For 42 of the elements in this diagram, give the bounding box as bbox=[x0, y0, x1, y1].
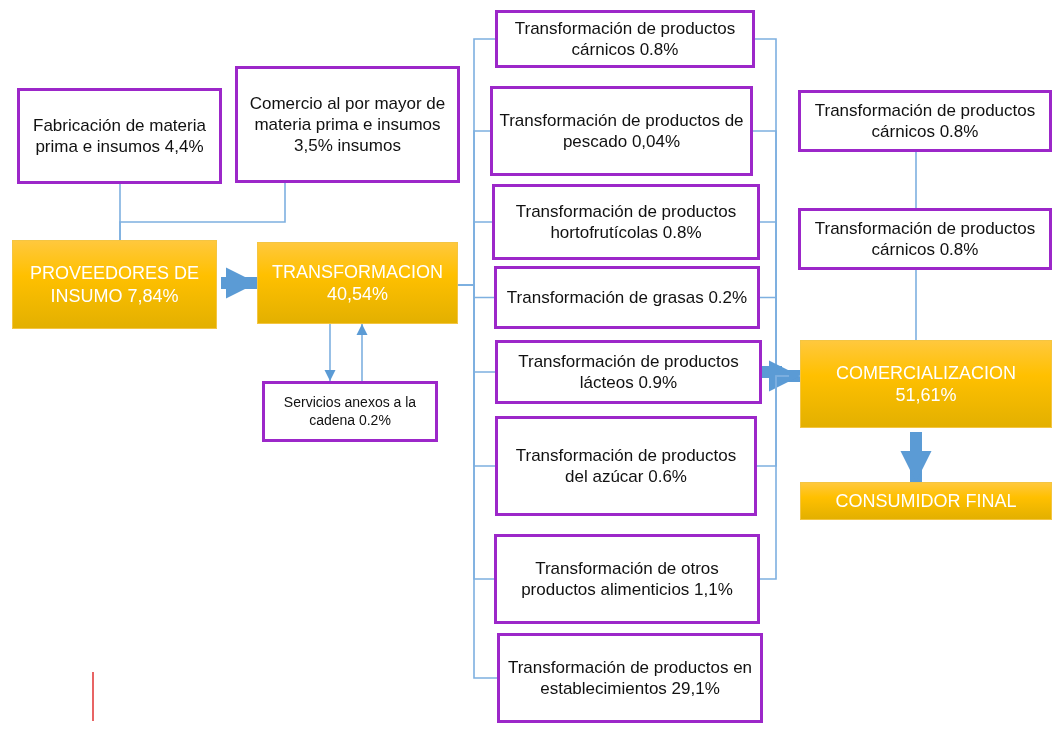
activity-box bbox=[497, 633, 763, 723]
box-label: Transformación de productos del azúcar 0.6% bbox=[514, 444, 738, 488]
stage-box bbox=[800, 482, 1052, 520]
activity-box bbox=[798, 90, 1052, 152]
block-arrow bbox=[762, 360, 800, 392]
box-label: COMERCIALIZACION 51,61% bbox=[835, 361, 1017, 407]
stage-box bbox=[12, 240, 217, 329]
activity-box bbox=[492, 184, 760, 260]
box-label: Transformación de productos en establecimientos 29,1% bbox=[506, 656, 754, 700]
arrow bbox=[324, 323, 336, 382]
connector-line bbox=[119, 182, 286, 241]
box-label: Fabricación de materia prima e insumos 4,4% bbox=[32, 114, 207, 158]
box-label: Comercio al por mayor de materia prima e insumos 3,5% insumos bbox=[248, 92, 447, 157]
activity-box bbox=[495, 416, 757, 516]
box-label: TRANSFORMACION 40,54% bbox=[271, 260, 444, 306]
box-label: Transformación de productos cárnicos 0.8% bbox=[513, 17, 737, 61]
activity-box bbox=[494, 534, 760, 624]
activity-box bbox=[262, 381, 438, 442]
box-label: Transformación de productos de pescado 0,04% bbox=[499, 109, 744, 153]
activity-box bbox=[798, 208, 1052, 270]
box-label: PROVEEDORES DE INSUMO 7,84% bbox=[28, 262, 200, 307]
box-label: Transformación de productos hortofrutícolas 0.8% bbox=[514, 200, 738, 244]
connector-line bbox=[915, 151, 917, 209]
box-label: CONSUMIDOR FINAL bbox=[835, 489, 1017, 513]
box-label: Transformación de grasas 0.2% bbox=[506, 286, 748, 309]
box-label: Transformación de productos lácteos 0.9% bbox=[517, 350, 740, 394]
stage-box bbox=[257, 242, 458, 324]
block-arrow bbox=[900, 432, 932, 482]
stage-box bbox=[800, 340, 1052, 428]
connector-line bbox=[915, 269, 917, 341]
activity-box bbox=[235, 66, 460, 183]
activity-box bbox=[17, 88, 222, 184]
activity-box bbox=[494, 266, 760, 329]
box-label: Servicios anexos a la cadena 0.2% bbox=[282, 394, 418, 429]
box-label: Transformación de productos cárnicos 0.8% bbox=[813, 99, 1037, 143]
activity-box bbox=[490, 86, 753, 176]
box-label: Transformación de productos cárnicos 0.8% bbox=[813, 217, 1037, 261]
activity-box bbox=[495, 340, 762, 404]
activity-box bbox=[495, 10, 755, 68]
arrow bbox=[356, 323, 368, 382]
box-label: Transformación de otros productos alimenticios 1,1% bbox=[520, 557, 734, 601]
block-arrow bbox=[221, 267, 257, 299]
